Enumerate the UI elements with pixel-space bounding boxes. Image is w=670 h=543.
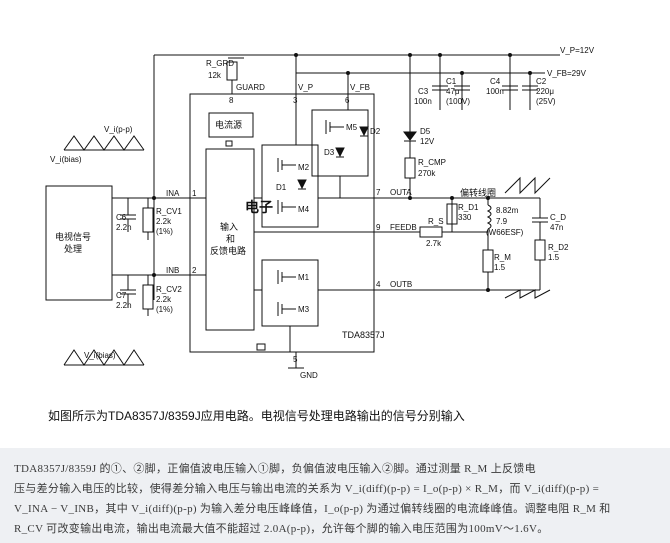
m5-label: M5 — [346, 123, 358, 132]
m4-label: M4 — [298, 205, 310, 214]
c3-value: 100n — [414, 97, 432, 106]
pin-8-label: 8 — [229, 96, 234, 105]
current-source-label: 电流源 — [215, 119, 242, 130]
input-feedback-block — [205, 148, 255, 331]
rgrd-value: 12k — [208, 71, 222, 80]
rm-label: R_M — [494, 253, 511, 262]
c2-label: C2 — [536, 77, 547, 86]
c6-label: C6 — [116, 213, 127, 222]
c4-value: 100n — [486, 87, 504, 96]
rm-value: 1.5 — [494, 263, 506, 272]
rcmp-label: R_CMP — [418, 158, 446, 167]
cd-value: 47n — [550, 223, 563, 232]
feedb-label: FEEDB — [390, 223, 417, 232]
d5-label: D5 — [420, 127, 431, 136]
rs-label: R_S — [428, 217, 444, 226]
lower-mosfet-box — [261, 259, 319, 327]
m1-label: M1 — [298, 273, 310, 282]
inb-label: INB — [166, 266, 179, 275]
ic-outline — [189, 93, 375, 353]
m2-label: M2 — [298, 163, 310, 172]
vp-12-label: V_P=12V — [560, 46, 595, 55]
c2-value: 220μ — [536, 87, 554, 96]
pin-4-label: 4 — [376, 280, 381, 289]
d5-value: 12V — [420, 137, 435, 146]
ina-label: INA — [166, 189, 180, 198]
tv-block-line1: 电视信号 — [55, 231, 91, 242]
rcv1-tol: (1%) — [156, 227, 173, 236]
vfb-29-label: V_FB=29V — [547, 69, 587, 78]
current-source-block — [208, 112, 254, 138]
rcv2-value: 2.2k — [156, 295, 172, 304]
vi-bias-label-2: V_i(bias) — [84, 351, 116, 360]
deflection-coil-label: 偏转线圈 — [460, 187, 496, 198]
d1-label: D1 — [276, 183, 287, 192]
c1-value: 47μ — [446, 87, 460, 96]
paragraph-line-1: TDA8357J/8359J 的①、②脚，正偏值波电压输入①脚，负偏值波电压输入… — [14, 463, 536, 475]
vi-bias-label: V_i(bias) — [50, 155, 82, 164]
io-block-line2: 和 — [226, 234, 235, 244]
vi-pp-label: V_i(p-p) — [104, 125, 133, 134]
io-block-line1: 输入 — [220, 221, 238, 232]
figure-caption: 如图所示为TDA8357J/8359J应用电路。电视信号处理电路输出的信号分别输… — [48, 409, 465, 423]
rd1-value: 330 — [458, 213, 472, 222]
coil-model: (W66ESF) — [486, 228, 524, 237]
rd2-value: 1.5 — [548, 253, 560, 262]
circuit-diagram: V_P=12V V_FB=29V R_GRD 12k GUARD V_P V_F… — [45, 46, 595, 380]
tv-signal-block — [45, 185, 113, 301]
c7-label: C7 — [116, 291, 127, 300]
d3-label: D3 — [324, 148, 335, 157]
rgrd-label: R_GRD — [206, 59, 234, 68]
guard-label: GUARD — [236, 83, 265, 92]
coil-value: 8.82m — [496, 206, 519, 215]
gnd-label: GND — [300, 371, 318, 380]
rcv2-label: R_CV2 — [156, 285, 182, 294]
rs-value: 2.7k — [426, 239, 442, 248]
pin-6-label: 6 — [345, 96, 350, 105]
c3-label: C3 — [418, 87, 429, 96]
io-block-line3: 反馈电路 — [210, 245, 246, 256]
pin-2-label: 2 — [192, 266, 197, 275]
paragraph-line-3: V_INA − V_INB，其中 V_i(diff)(p-p) 为输入差分电压峰… — [14, 503, 611, 515]
c1-label: C1 — [446, 77, 457, 86]
coil-value2: 7.9 — [496, 217, 508, 226]
vp-pin-label: V_P — [298, 83, 313, 92]
pin-9-label: 9 — [376, 223, 381, 232]
m5-box — [311, 109, 369, 177]
rcv1-value: 2.2k — [156, 217, 172, 226]
chip-name: TDA8357J — [342, 330, 385, 340]
upper-mosfet-box — [261, 144, 319, 228]
rcmp-value: 270k — [418, 169, 436, 178]
rd1-label: R_D1 — [458, 203, 479, 212]
explanation-paragraph: TDA8357J/8359J 的①、②脚，正偏值波电压输入①脚，负偏值波电压输入… — [0, 448, 670, 543]
tv-block-line2: 处理 — [64, 243, 82, 254]
paragraph-line-2: 压与差分输入电压的比较，使得差分输入电压与输出电流的关系为 V_i(diff)(… — [14, 483, 600, 495]
m3-label: M3 — [298, 305, 310, 314]
c7-value: 2.2n — [116, 301, 132, 310]
rcv2-tol: (1%) — [156, 305, 173, 314]
c1-rating: (100V) — [446, 97, 470, 106]
pin-3-label: 3 — [293, 96, 298, 105]
outa-label: OUTA — [390, 188, 412, 197]
rcv1-label: R_CV1 — [156, 207, 182, 216]
pin-5-label: 5 — [293, 355, 298, 364]
pin-7-label: 7 — [376, 188, 381, 197]
pin-1-label: 1 — [192, 189, 197, 198]
vfb-pin-label: V_FB — [350, 83, 370, 92]
c2-rating: (25V) — [536, 97, 556, 106]
paragraph-line-4: R_CV 可改变输出电流，输出电流最大值不能超过 2.0A(p-p)，允许每个脚… — [14, 523, 549, 535]
outb-label: OUTB — [390, 280, 412, 289]
cd-label: C_D — [550, 213, 566, 222]
rd2-label: R_D2 — [548, 243, 569, 252]
c4-label: C4 — [490, 77, 501, 86]
c6-value: 2.2n — [116, 223, 132, 232]
watermark-mid: 电子 — [245, 199, 273, 215]
d2-label: D2 — [370, 127, 381, 136]
